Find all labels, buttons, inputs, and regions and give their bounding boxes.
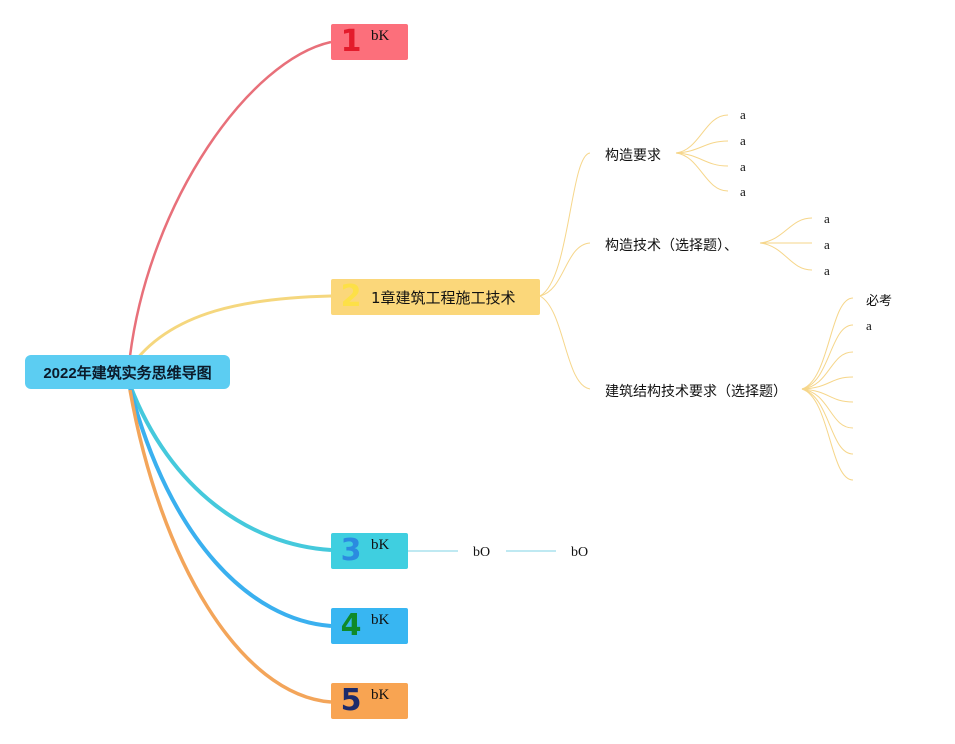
topic-label: 构造要求 — [605, 148, 661, 164]
branch-label-4: bK — [371, 611, 390, 628]
sub-connector-1 — [539, 152, 591, 297]
topic-node[interactable]: 构造技术（选择题）、 — [605, 235, 738, 255]
leaf-node[interactable]: a — [740, 184, 746, 200]
branch-number-3: 3 — [340, 533, 362, 568]
topic-label: 建筑结构技术要求（选择题） — [605, 384, 787, 400]
chain-node-label: bO — [473, 545, 491, 560]
leaf-label: a — [824, 263, 830, 278]
topic-node[interactable]: 建筑结构技术要求（选择题） — [605, 381, 787, 401]
branch-node-1[interactable]: 1 bK — [331, 24, 408, 60]
branch-1-connector — [128, 40, 332, 357]
leaf-label: a — [824, 211, 830, 226]
branch-label-2: 1章建筑工程施工技术 — [371, 288, 516, 307]
branch-label-5: bK — [371, 686, 390, 703]
leaf-node[interactable]: a — [824, 263, 830, 279]
leaf-label: a — [740, 107, 746, 122]
branch-2-connector — [128, 294, 332, 369]
leaf-connectors-3 — [801, 297, 854, 481]
chain-node[interactable]: bO — [571, 545, 588, 561]
leaf-label: a — [824, 237, 830, 252]
leaf-connectors-2 — [759, 217, 813, 271]
branch-number-4: 4 — [340, 608, 362, 643]
branch-label-1: bK — [371, 27, 390, 44]
branch-node-2[interactable]: 2 1章建筑工程施工技术 — [331, 279, 540, 315]
branch-5-connector — [128, 389, 332, 704]
leaf-node[interactable]: a — [866, 318, 872, 334]
leaf-label: 必考 — [866, 294, 893, 309]
branch-4-connector — [128, 387, 332, 628]
branch-number-5: 5 — [340, 683, 362, 718]
branch-node-5[interactable]: 5 bK — [331, 683, 408, 719]
branch-3-connector — [128, 384, 332, 552]
sub-connector-3 — [539, 295, 591, 390]
leaf-node[interactable]: a — [740, 159, 746, 175]
leaf-label: a — [740, 159, 746, 174]
branch-node-3[interactable]: 3 bK — [331, 533, 408, 569]
leaf-label: a — [740, 184, 746, 199]
branch-node-4[interactable]: 4 bK — [331, 608, 408, 644]
leaf-node[interactable]: a — [740, 133, 746, 149]
sub-connector-2 — [539, 242, 591, 297]
root-title: 2022年建筑实务思维导图 — [43, 364, 212, 382]
branch-label-3: bK — [371, 536, 390, 553]
leaf-node[interactable]: a — [824, 237, 830, 253]
branch-number-2: 2 — [340, 279, 362, 314]
branch-number-1: 1 — [340, 24, 362, 59]
root-node[interactable]: 2022年建筑实务思维导图 — [25, 355, 230, 389]
leaf-node[interactable]: a — [824, 211, 830, 227]
topic-label: 构造技术（选择题）、 — [605, 238, 738, 254]
chain-node-label: bO — [571, 545, 589, 560]
leaf-label: a — [740, 133, 746, 148]
topic-node[interactable]: 构造要求 — [605, 145, 661, 165]
leaf-connectors-1 — [675, 114, 729, 192]
leaf-node[interactable]: 必考 — [866, 290, 892, 309]
leaf-node[interactable]: a — [740, 107, 746, 123]
leaf-label: a — [866, 318, 872, 333]
chain-node[interactable]: bO — [473, 545, 490, 561]
